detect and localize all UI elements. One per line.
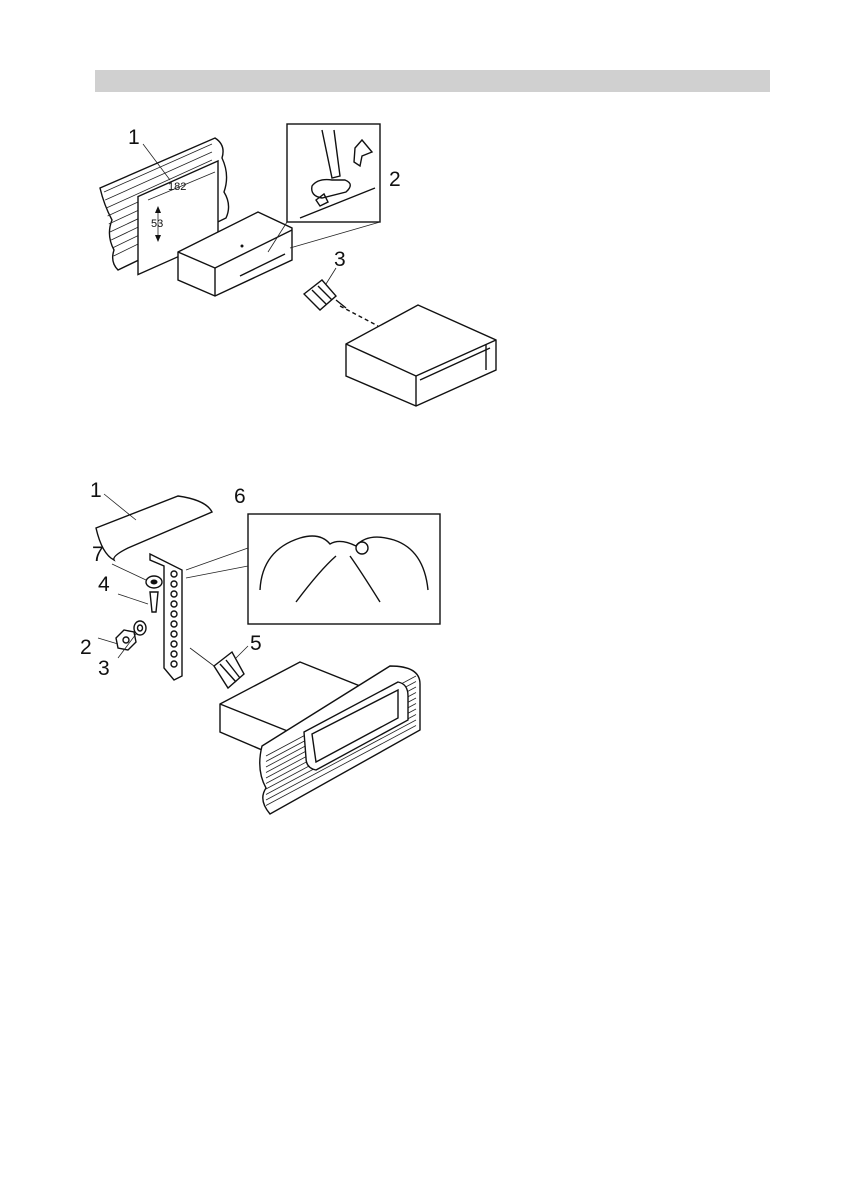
installation-diagram-2: 1 6 7 4 2 3 5	[0, 470, 842, 830]
dimension-width: 182	[168, 181, 186, 193]
installation-diagram-1: 182 53	[0, 100, 842, 420]
callout-2: 2	[80, 636, 92, 659]
section-header-bar	[95, 70, 770, 92]
washer-part	[146, 576, 162, 588]
callout-1: 1	[128, 126, 140, 149]
callout-2: 2	[389, 168, 401, 191]
radio-unit	[346, 305, 496, 406]
callout-3: 3	[98, 657, 110, 680]
callout-5: 5	[250, 632, 262, 655]
radio-unit-with-panel	[220, 662, 420, 814]
callout-3: 3	[334, 248, 346, 271]
bolt-part	[190, 648, 244, 688]
inset-detail-hands	[186, 514, 440, 624]
screw-part	[304, 280, 378, 326]
callout-7: 7	[92, 543, 104, 566]
mounting-strap	[150, 554, 182, 680]
callout-6: 6	[234, 485, 246, 508]
screw-small-part	[150, 592, 158, 612]
callout-1: 1	[90, 479, 102, 502]
callout-4: 4	[98, 573, 110, 596]
dashboard-support	[96, 496, 212, 560]
lock-washer-part	[134, 621, 146, 635]
dimension-height: 53	[151, 218, 163, 230]
